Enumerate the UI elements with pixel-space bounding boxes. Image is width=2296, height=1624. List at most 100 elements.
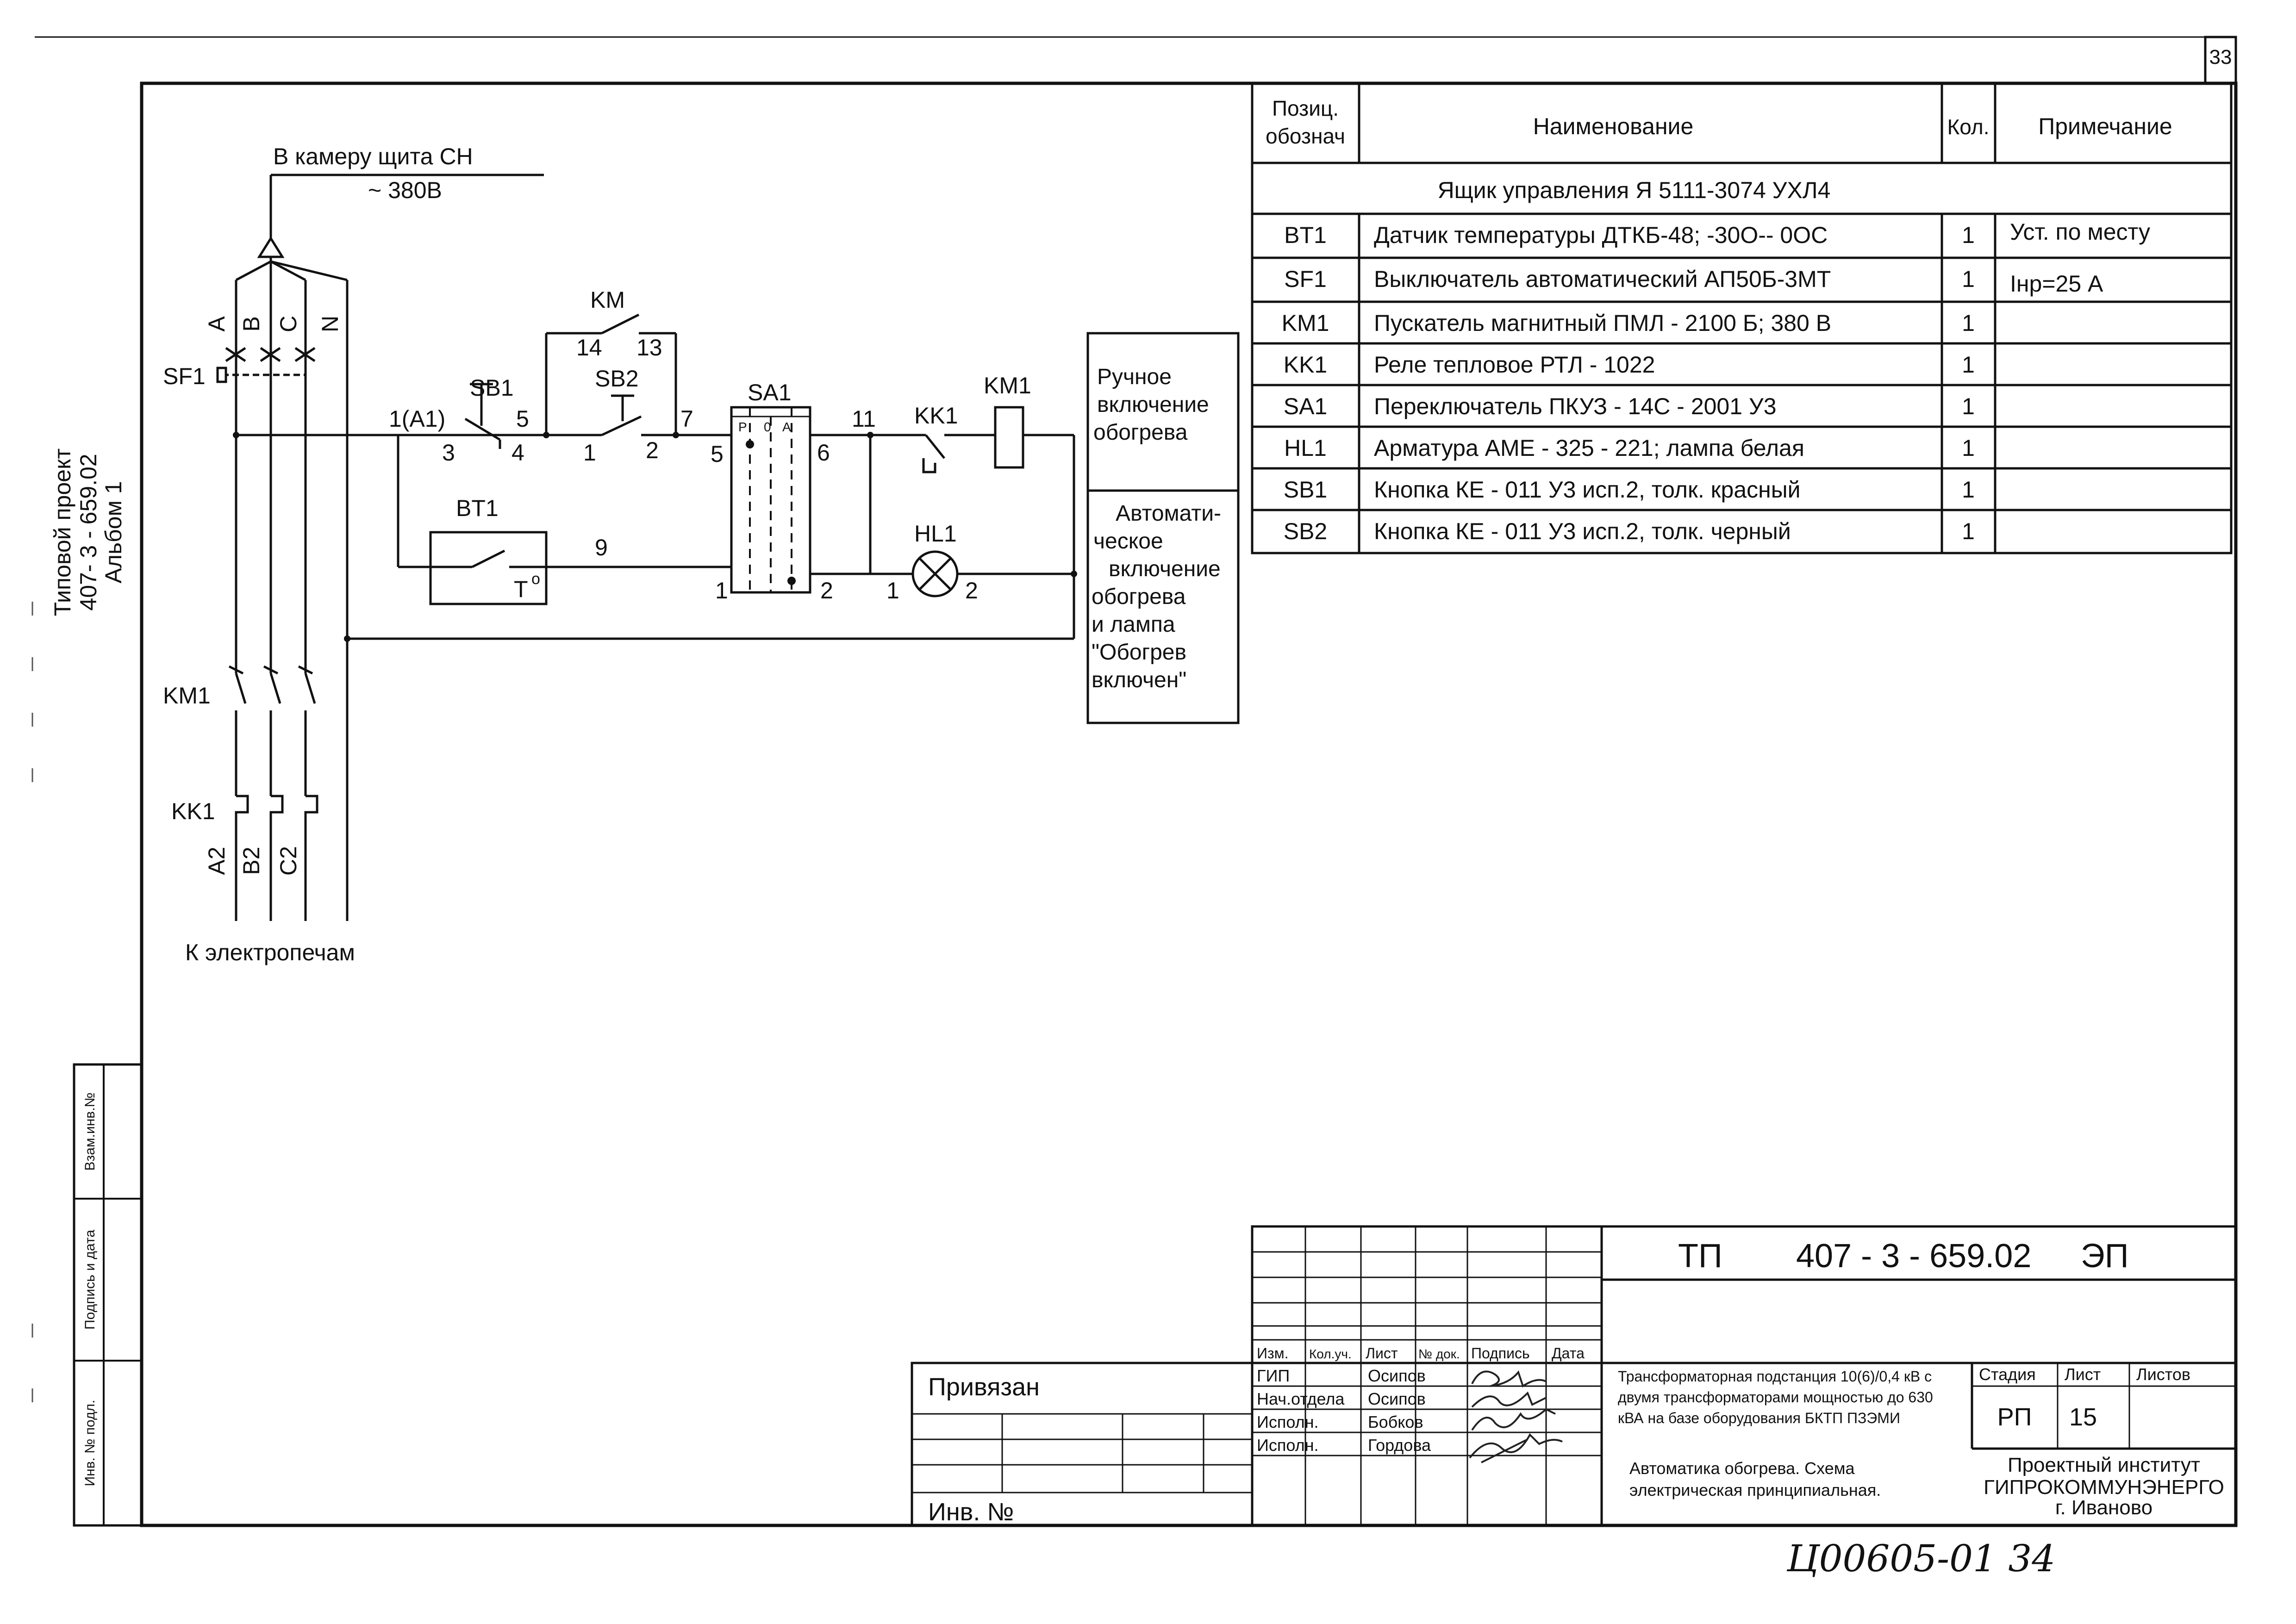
power-circuit bbox=[216, 174, 1074, 921]
bt1-label: BT1 bbox=[456, 495, 499, 521]
phase-b-label: B bbox=[238, 316, 264, 331]
power-labels: В камеру щита СН ~ 380В A B C N SF1 KM1 … bbox=[163, 143, 473, 965]
col-data: Дата bbox=[1552, 1345, 1585, 1362]
col-list: Лист bbox=[1366, 1345, 1398, 1362]
sa1-pos-a: A bbox=[782, 420, 791, 434]
row-pos: SA1 bbox=[1284, 393, 1328, 419]
role-gip: ГИП bbox=[1257, 1366, 1290, 1385]
org-line-1: Проектный институт bbox=[2008, 1454, 2200, 1476]
row-pos: BT1 bbox=[1284, 222, 1327, 248]
row-name: Кнопка КЕ - 011 У3 исп.2, толк. черный bbox=[1374, 518, 1791, 544]
album-label: Типовой проект 407- 3 - 659.02 Альбом 1 bbox=[50, 448, 126, 616]
sheet-value: 15 bbox=[2069, 1403, 2097, 1431]
row-name: Датчик температуры ДТКБ-48; -30О-- 0ОС bbox=[1374, 222, 1828, 248]
table-row: SF1 Выключатель автоматический АП50Б-3МТ… bbox=[1284, 266, 2103, 297]
name-gip: Осипов bbox=[1368, 1366, 1426, 1385]
sb1-label: SB1 bbox=[470, 375, 514, 401]
phase-n-label: N bbox=[317, 316, 343, 332]
sheet-number: 33 bbox=[2209, 46, 2232, 68]
output-c2-label: C2 bbox=[275, 846, 301, 876]
sb2-label: SB2 bbox=[595, 366, 639, 392]
col-header-pos-1: Позиц. bbox=[1272, 96, 1339, 120]
table-row: SB1 Кнопка КЕ - 011 У3 исп.2, толк. крас… bbox=[1284, 477, 1975, 503]
node-4: 4 bbox=[512, 440, 524, 466]
left-stamp-labels: Взам.инв.№ Подпись и дата Инв. № подл. bbox=[82, 1092, 98, 1486]
drawing-line-2: электрическая принципиальная. bbox=[1629, 1481, 1881, 1500]
revision-header: Изм. Кол.уч. Лист № док. Подпись Дата bbox=[1257, 1345, 1585, 1362]
col-podpis: Подпись bbox=[1471, 1345, 1530, 1362]
organization: Проектный институт ГИПРОКОММУНЭНЕРГО г. … bbox=[1984, 1454, 2224, 1519]
row-qty: 1 bbox=[1962, 266, 1975, 292]
km1-coil bbox=[994, 406, 1024, 469]
row-name: Переключатель ПКУЗ - 14С - 2001 У3 bbox=[1374, 393, 1777, 419]
row-note: Уст. по месту bbox=[2010, 219, 2150, 245]
node-1-sb2: 1 bbox=[583, 440, 596, 466]
bt1-o-mark: о bbox=[531, 570, 540, 588]
col-header-qty: Кол. bbox=[1947, 115, 1990, 139]
phase-a-label: A bbox=[204, 316, 230, 332]
control-labels: 1(A1) SB1 SB2 KM 14 13 3 4 5 1 2 7 SA1 P… bbox=[389, 287, 1031, 604]
col-ndok: № док. bbox=[1418, 1347, 1460, 1361]
row-name: Выключатель автоматический АП50Б-3МТ bbox=[1374, 266, 1831, 292]
signature-roles: ГИП Осипов Нач.отдела Осипов Исполн. Боб… bbox=[1257, 1366, 1431, 1455]
table-row: SB2 Кнопка КЕ - 011 У3 исп.2, толк. черн… bbox=[1284, 518, 1975, 544]
kk1-contact-label: KK1 bbox=[914, 403, 958, 429]
stamp-inv-podl: Инв. № подл. bbox=[82, 1400, 98, 1487]
title-block-grid bbox=[911, 1225, 2237, 1527]
row-name: Кнопка КЕ - 011 У3 исп.2, толк. красный bbox=[1374, 477, 1801, 503]
row-qty: 1 bbox=[1962, 222, 1975, 248]
col-header-name: Наименование bbox=[1533, 113, 1694, 139]
km-pin-14: 14 bbox=[576, 335, 602, 361]
node-1a1: 1(A1) bbox=[389, 406, 445, 432]
node-1-sa: 1 bbox=[715, 578, 728, 604]
project-line-2: двумя трансформаторами мощностью до 630 bbox=[1618, 1389, 1933, 1406]
row-qty: 1 bbox=[1962, 518, 1975, 544]
auto-mode-3: включение bbox=[1109, 557, 1221, 581]
doc-code-suffix: ЭП bbox=[2081, 1238, 2129, 1275]
node-5: 5 bbox=[516, 406, 529, 432]
node-5-sa: 5 bbox=[711, 441, 724, 467]
project-name: Трансформаторная подстанция 10(6)/0,4 кВ… bbox=[1618, 1368, 1933, 1426]
phase-c-label: C bbox=[275, 316, 301, 332]
album-label-line2: 407- 3 - 659.02 bbox=[75, 454, 101, 610]
group-title: Ящик управления Я 5111-3074 УХЛ4 bbox=[1438, 177, 1831, 203]
auto-mode-6: "Обогрев bbox=[1092, 640, 1186, 665]
signatures bbox=[1469, 1370, 1563, 1463]
manual-mode-1: Ручное bbox=[1097, 365, 1172, 389]
role-head: Нач.отдела bbox=[1257, 1389, 1345, 1408]
kk1-power-label: KK1 bbox=[171, 798, 215, 824]
node-2-hl: 2 bbox=[965, 578, 978, 604]
parts-table: Позиц. обознач Наименование Кол. Примеча… bbox=[1266, 96, 2172, 544]
name-exec-1: Бобков bbox=[1368, 1412, 1423, 1431]
handwritten-archive-number: Ц00605-01 34 bbox=[1786, 1537, 2055, 1580]
name-head: Осипов bbox=[1368, 1389, 1426, 1408]
album-label-line3: Альбом 1 bbox=[100, 481, 126, 583]
sheet-frame bbox=[35, 36, 2238, 1527]
row-name: Пускатель магнитный ПМЛ - 2100 Б; 380 В bbox=[1374, 310, 1831, 336]
row-qty: 1 bbox=[1962, 435, 1975, 461]
node-11: 11 bbox=[852, 406, 876, 432]
outer-border bbox=[140, 81, 2238, 1527]
row-name: Арматура АМЕ - 325 - 221; лампа белая bbox=[1374, 435, 1804, 461]
album-label-line1: Типовой проект bbox=[50, 448, 75, 616]
sa1-pos-0: 0 bbox=[764, 420, 771, 434]
hl1-label: HL1 bbox=[914, 521, 957, 547]
auto-mode-1: Автомати- bbox=[1116, 501, 1221, 526]
doc-code-prefix: ТП bbox=[1678, 1238, 1722, 1275]
table-row: HL1 Арматура АМЕ - 325 - 221; лампа бела… bbox=[1284, 435, 1975, 461]
auto-mode-2: ческое bbox=[1093, 529, 1163, 554]
supply-title: В камеру щита СН bbox=[273, 143, 473, 169]
drawing-name: Автоматика обогрева. Схема электрическая… bbox=[1629, 1459, 1881, 1500]
doc-code-number: 407 - 3 - 659.02 bbox=[1796, 1238, 2031, 1275]
stamp-vzam-inv: Взам.инв.№ bbox=[82, 1092, 98, 1170]
row-pos: SB1 bbox=[1284, 477, 1328, 503]
row-qty: 1 bbox=[1962, 393, 1975, 419]
col-izm: Изм. bbox=[1257, 1345, 1289, 1362]
output-a2-label: A2 bbox=[204, 846, 230, 875]
row-pos: SB2 bbox=[1284, 518, 1328, 544]
node-2-sb2: 2 bbox=[646, 437, 659, 463]
mode-box-labels: Ручное включение обогрева Автомати- ческ… bbox=[1092, 365, 1221, 692]
node-1-hl: 1 bbox=[886, 578, 899, 604]
manual-mode-2: включение bbox=[1097, 392, 1209, 417]
